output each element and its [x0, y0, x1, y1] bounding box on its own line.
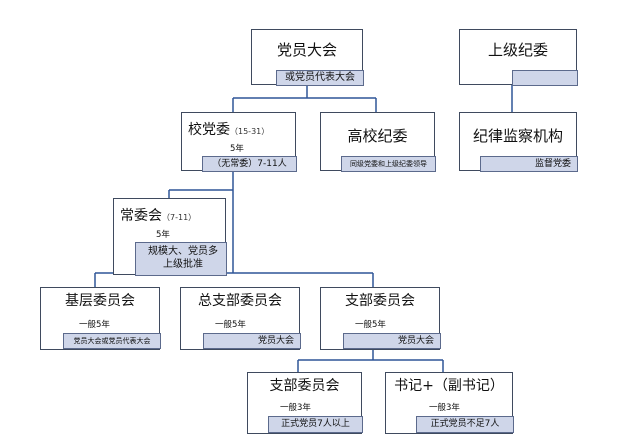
- node-title-text: 常委会: [120, 208, 162, 224]
- node-subtitle: （15-31）: [230, 127, 270, 136]
- node-term: 一般5年: [215, 320, 246, 330]
- node-title: 基层委员会: [65, 293, 135, 309]
- node-term: 一般3年: [280, 403, 311, 413]
- node-term: 一般5年: [355, 320, 386, 330]
- node-title: 上级纪委: [487, 41, 548, 59]
- node-subtitle: （7-11）: [162, 213, 197, 222]
- node-title-text: 校党委: [188, 122, 230, 138]
- node-term: 一般3年: [429, 403, 460, 413]
- node-tag: 正式党员7人以上: [268, 416, 363, 433]
- node-title: 高校纪委: [347, 127, 408, 145]
- node-upper-discipline: 上级纪委: [459, 29, 578, 86]
- node-title: 党员大会: [276, 41, 337, 59]
- node-discipline-agency: 纪律监察机构 监督党委: [459, 112, 578, 172]
- node-term: 5年: [156, 230, 170, 240]
- node-branch-committee-small: 支部委员会 一般3年 正式党员7人以上: [247, 372, 363, 434]
- node-tag: 或党员代表大会: [276, 70, 364, 86]
- node-title: 纪律监察机构: [472, 127, 563, 145]
- node-tag: 监督党委: [480, 156, 578, 172]
- node-grassroots-committee: 基层委员会 一般5年 党员大会或党员代表大会: [40, 287, 161, 350]
- node-general-branch-committee: 总支部委员会 一般5年 党员大会: [180, 287, 301, 350]
- node-college-discipline: 高校纪委 同级党委和上级纪委领导: [320, 112, 436, 172]
- node-tag: 同级党委和上级纪委领导: [341, 156, 436, 172]
- node-title: 书记+（副书记）: [394, 378, 504, 394]
- node-title: 校党委（15-31）: [188, 121, 295, 137]
- node-title: 支部委员会: [345, 293, 415, 309]
- node-tag: 党员大会或党员代表大会: [63, 333, 161, 349]
- node-tag: 党员大会: [203, 333, 301, 349]
- node-tag: 正式党员不足7人: [416, 416, 514, 433]
- node-term: 5年: [230, 144, 244, 154]
- node-school-committee: 校党委（15-31） 5年 （无常委）7-11人: [181, 112, 297, 172]
- node-standing-committee: 常委会（7-11） 5年 规模大、党员多上级批准: [113, 198, 227, 276]
- node-title: 支部委员会: [269, 378, 340, 394]
- node-title: 总支部委员会: [198, 293, 282, 309]
- node-tag: 规模大、党员多上级批准: [135, 242, 227, 276]
- node-term: 一般5年: [79, 320, 110, 330]
- node-title: 常委会（7-11）: [120, 207, 225, 223]
- node-secretary: 书记+（副书记） 一般3年 正式党员不足7人: [385, 372, 514, 434]
- node-party-congress: 党员大会 或党员代表大会: [251, 29, 364, 86]
- node-branch-committee: 支部委员会 一般5年 党员大会: [320, 287, 441, 350]
- node-tag: （无常委）7-11人: [202, 156, 297, 172]
- node-tag: [512, 70, 578, 86]
- node-tag: 党员大会: [343, 333, 441, 349]
